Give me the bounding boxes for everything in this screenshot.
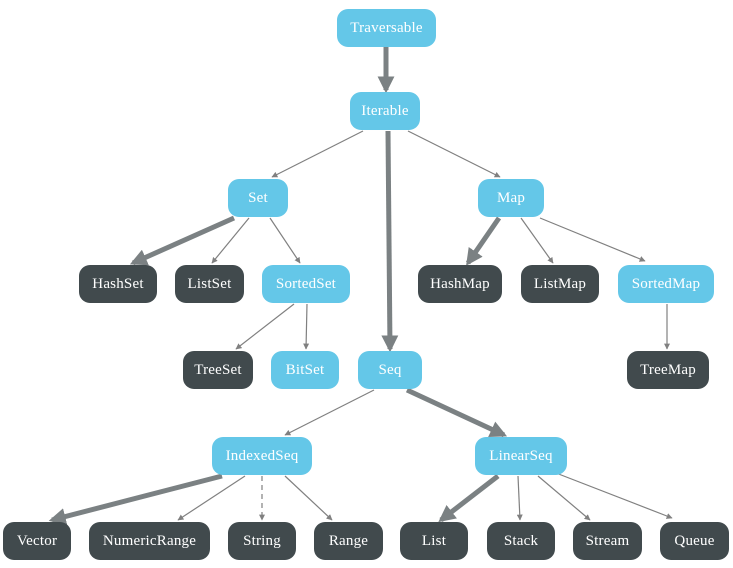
edge-map-to-hashmap xyxy=(465,216,502,266)
node-sortedset[interactable]: SortedSet xyxy=(262,265,350,303)
edge-set-to-hashset xyxy=(129,215,236,266)
node-label: SortedSet xyxy=(275,275,337,292)
node-listmap[interactable]: ListMap xyxy=(521,265,599,303)
node-stack[interactable]: Stack xyxy=(487,522,555,560)
node-list[interactable]: List xyxy=(400,522,468,560)
node-numericrange[interactable]: NumericRange xyxy=(89,522,210,560)
edge-iterable-to-map xyxy=(407,130,501,178)
node-label: Vector xyxy=(16,532,58,549)
node-map[interactable]: Map xyxy=(478,179,544,217)
edge-set-to-listset xyxy=(211,217,250,264)
node-label: Queue xyxy=(674,532,715,549)
node-label: Map xyxy=(496,189,526,206)
node-label: String xyxy=(243,532,281,549)
node-label: HashMap xyxy=(430,275,490,292)
node-label: TreeMap xyxy=(640,361,696,378)
node-stream[interactable]: Stream xyxy=(573,522,642,560)
edge-linearseq-to-stack xyxy=(516,475,523,521)
edge-indexedseq-to-range xyxy=(284,475,333,521)
node-string[interactable]: String xyxy=(228,522,296,560)
node-label: Range xyxy=(328,532,369,549)
edge-linearseq-to-queue xyxy=(555,472,673,519)
node-listset[interactable]: ListSet xyxy=(175,265,244,303)
node-label: List xyxy=(421,532,447,549)
node-traversable[interactable]: Traversable xyxy=(337,9,436,47)
edge-map-to-listmap xyxy=(520,217,554,264)
node-label: ListMap xyxy=(533,275,587,292)
node-iterable[interactable]: Iterable xyxy=(350,92,420,130)
edge-seq-to-linearseq xyxy=(405,387,508,438)
node-indexedseq[interactable]: IndexedSeq xyxy=(212,437,312,475)
node-sortedmap[interactable]: SortedMap xyxy=(618,265,714,303)
node-treeset[interactable]: TreeSet xyxy=(183,351,253,389)
node-label: BitSet xyxy=(285,361,325,378)
node-label: Seq xyxy=(378,361,402,378)
edge-indexedseq-to-vector xyxy=(48,473,223,525)
node-linearseq[interactable]: LinearSeq xyxy=(475,437,567,475)
edge-indexedseq-to-numericrange xyxy=(177,475,246,521)
node-label: NumericRange xyxy=(102,532,197,549)
node-label: ListSet xyxy=(187,275,232,292)
node-label: LinearSeq xyxy=(489,447,553,464)
node-hashmap[interactable]: HashMap xyxy=(418,265,502,303)
node-queue[interactable]: Queue xyxy=(660,522,729,560)
node-label: Stream xyxy=(585,532,630,549)
edge-sortedset-to-bitset xyxy=(303,303,310,350)
node-label: Iterable xyxy=(361,102,409,119)
node-label: Traversable xyxy=(350,19,423,36)
edge-sortedset-to-treeset xyxy=(235,303,295,350)
edge-seq-to-indexedseq xyxy=(284,389,375,436)
node-label: IndexedSeq xyxy=(225,447,299,464)
node-label: HashSet xyxy=(92,275,144,292)
node-label: Stack xyxy=(503,532,539,549)
node-seq[interactable]: Seq xyxy=(358,351,422,389)
edges xyxy=(48,47,673,525)
edge-map-to-sortedmap xyxy=(539,217,646,262)
edge-linearseq-to-list xyxy=(438,474,500,523)
edge-iterable-to-seq xyxy=(381,130,399,353)
node-treemap[interactable]: TreeMap xyxy=(627,351,709,389)
node-label: Set xyxy=(248,189,268,206)
node-set[interactable]: Set xyxy=(228,179,288,217)
node-vector[interactable]: Vector xyxy=(3,522,71,560)
node-label: TreeSet xyxy=(194,361,242,378)
node-hashset[interactable]: HashSet xyxy=(79,265,157,303)
edge-linearseq-to-stream xyxy=(537,475,591,521)
edge-set-to-sortedset xyxy=(269,217,301,264)
edge-iterable-to-set xyxy=(271,130,364,178)
node-label: SortedMap xyxy=(631,275,701,292)
node-bitset[interactable]: BitSet xyxy=(271,351,339,389)
node-range[interactable]: Range xyxy=(314,522,383,560)
